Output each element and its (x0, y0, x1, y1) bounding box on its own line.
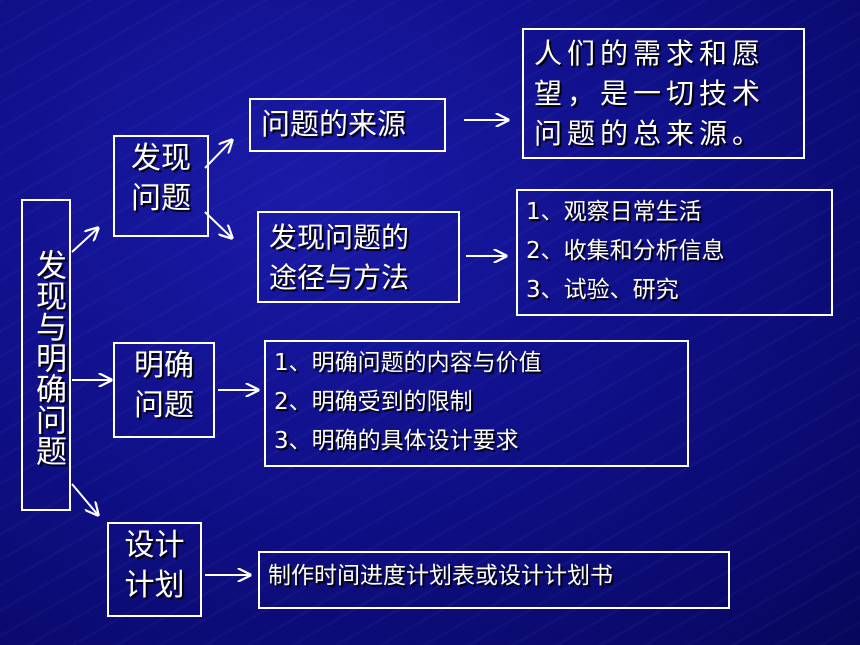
arrow-find-to-method (204, 211, 232, 238)
source-desc-line3: 问题的总来源。 (534, 117, 766, 150)
method-item-3: 3、试验、研究 (526, 277, 679, 303)
find-problem-box: 发现 问题 (113, 135, 209, 237)
source-desc-line1: 人们的需求和愿 (534, 37, 766, 70)
method-item-2: 2、收集和分析信息 (526, 238, 725, 264)
arrow-root-to-plan (71, 483, 98, 515)
problem-source-box: 问题的来源 (249, 98, 446, 152)
method-item-1: 1、观察日常生活 (526, 199, 702, 225)
design-plan-desc-box: 制作时间进度计划表或设计计划书 (258, 551, 730, 609)
problem-source-desc-box: 人们的需求和愿 望，是一切技术 问题的总来源。 (522, 28, 805, 159)
design-plan-label-line1: 设计 (124, 528, 185, 563)
root-node-label: 发现与明确问题 (30, 248, 66, 466)
clarify-problem-box: 明确 问题 (113, 342, 215, 438)
discovery-method-line1: 发现问题的 (269, 221, 410, 254)
find-problem-label-line2: 问题 (131, 181, 191, 216)
find-problem-label-line1: 发现 (131, 141, 191, 176)
discovery-method-list-box: 1、观察日常生活 2、收集和分析信息 3、试验、研究 (516, 189, 833, 316)
design-plan-desc: 制作时间进度计划表或设计计划书 (268, 563, 613, 589)
design-plan-box: 设计 计划 (107, 522, 202, 617)
source-desc-line2: 望，是一切技术 (534, 77, 766, 110)
root-node-box: 发现与明确问题 (21, 199, 71, 511)
clarify-item-3: 3、明确的具体设计要求 (274, 428, 519, 454)
discovery-method-box: 发现问题的 途径与方法 (257, 211, 460, 303)
clarify-list-box: 1、明确问题的内容与价值 2、明确受到的限制 3、明确的具体设计要求 (264, 340, 689, 467)
discovery-method-line2: 途径与方法 (269, 261, 410, 294)
arrow-find-to-source (204, 140, 232, 169)
clarify-problem-label-line1: 明确 (134, 348, 194, 383)
arrow-root-to-find (71, 228, 98, 253)
problem-source-label: 问题的来源 (261, 107, 407, 141)
clarify-item-1: 1、明确问题的内容与价值 (274, 350, 542, 376)
clarify-item-2: 2、明确受到的限制 (274, 389, 473, 415)
design-plan-label-line2: 计划 (124, 568, 185, 603)
clarify-problem-label-line2: 问题 (134, 388, 194, 423)
